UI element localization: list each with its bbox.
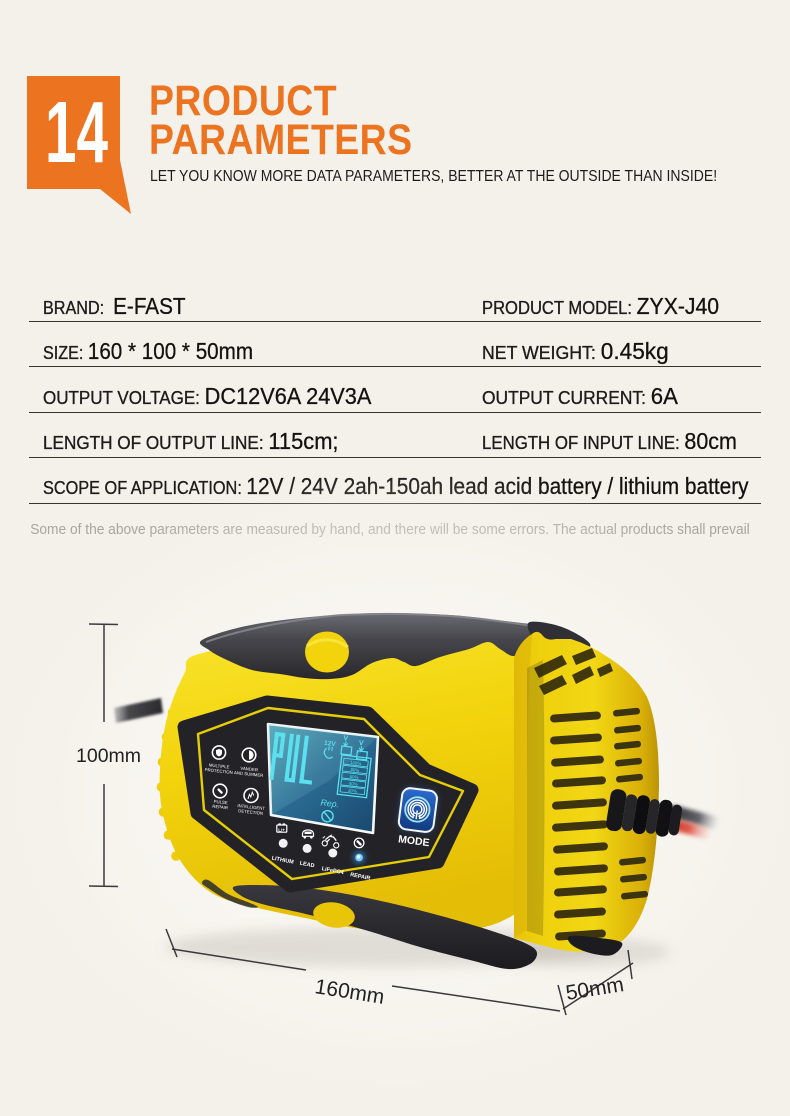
svg-text:MULTIPLE: MULTIPLE (209, 762, 230, 769)
svg-text:AND SUMMER: AND SUMMER (234, 770, 264, 778)
svg-text:100%: 100% (350, 760, 362, 766)
svg-text:Li+: Li+ (278, 827, 285, 832)
svg-text:VANDER: VANDER (240, 766, 258, 773)
svg-text:LiFePO4: LiFePO4 (321, 866, 345, 876)
svg-text:80%: 80% (350, 767, 359, 773)
svg-text:Rep.: Rep. (320, 797, 340, 809)
svg-text:12V: 12V (324, 740, 337, 748)
svg-text:V: V (343, 735, 349, 743)
svg-text:20%: 20% (348, 788, 357, 794)
svg-text:14: 14 (45, 84, 108, 181)
svg-text:LEAD: LEAD (299, 861, 315, 870)
svg-text:40%: 40% (349, 781, 358, 787)
svg-text:MODE: MODE (398, 833, 431, 849)
svg-text:60%: 60% (349, 774, 358, 780)
svg-text:V: V (358, 740, 364, 748)
svg-text:REPAIR: REPAIR (212, 804, 228, 811)
svg-text:LITHIUM: LITHIUM (271, 856, 294, 866)
svg-text:INTELLIGENT: INTELLIGENT (237, 803, 265, 811)
svg-text:REPAIR: REPAIR (350, 872, 371, 882)
svg-text:DETECTION: DETECTION (238, 808, 263, 816)
svg-text:100mm: 100mm (76, 745, 141, 767)
svg-text:PROTECTION: PROTECTION (204, 767, 233, 775)
svg-text:PULSE: PULSE (213, 799, 228, 805)
